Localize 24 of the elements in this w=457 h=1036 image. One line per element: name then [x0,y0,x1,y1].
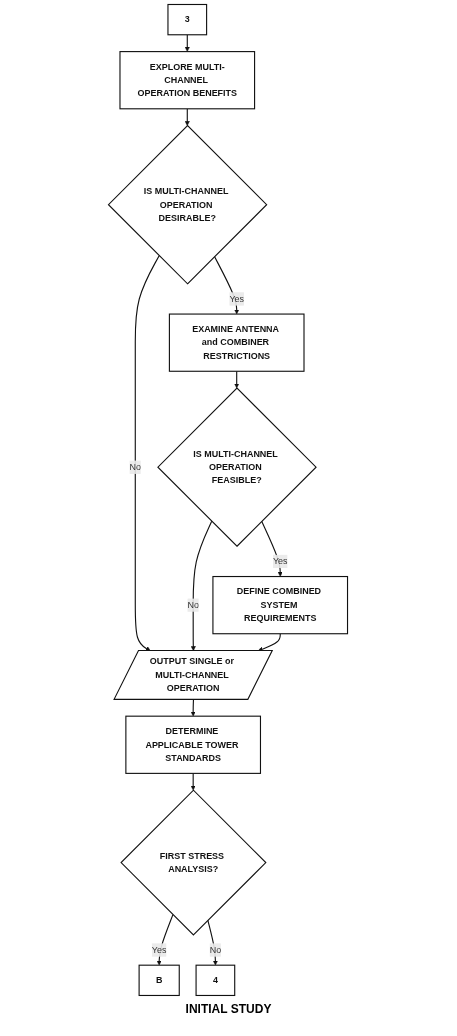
arrow [185,108,191,126]
node-diamond: IS MULTI-CHANNEL OPERATION DESIRABLE? [108,124,268,285]
node-box: DEFINE COMBINED SYSTEM REQUIREMENTS [212,576,349,635]
arrow [191,699,197,717]
node-box: B [139,964,181,997]
note-text: INITIAL STUDY [184,1002,273,1016]
node-diamond: IS MULTI-CHANNEL OPERATION FEASIBLE? [157,387,318,548]
edge-label: No [210,945,222,955]
edge-label: Yes [273,556,289,566]
edge-label: Yes [229,293,245,304]
node-box: 3 [167,3,208,36]
node-box: 4 [196,964,236,997]
arrow [191,772,197,791]
node-diamond: FIRST STRESS ANALYSIS? [120,789,268,936]
edge-label: No [187,600,200,610]
arrow [185,34,191,52]
node-box: EXAMINE ANTENNA and COMBINER RESTRICTIONS [169,313,306,372]
arrow [261,520,284,577]
arrow [214,256,240,315]
arrow [234,370,240,389]
node-box: EXPLORE MULTI-CHANNEL OPERATION BENEFITS [119,51,256,110]
node-box: DETERMINE APPLICABLE TOWER STANDARDS [125,715,262,774]
edge-label: Yes [152,945,167,955]
edge-label: No [130,462,142,472]
